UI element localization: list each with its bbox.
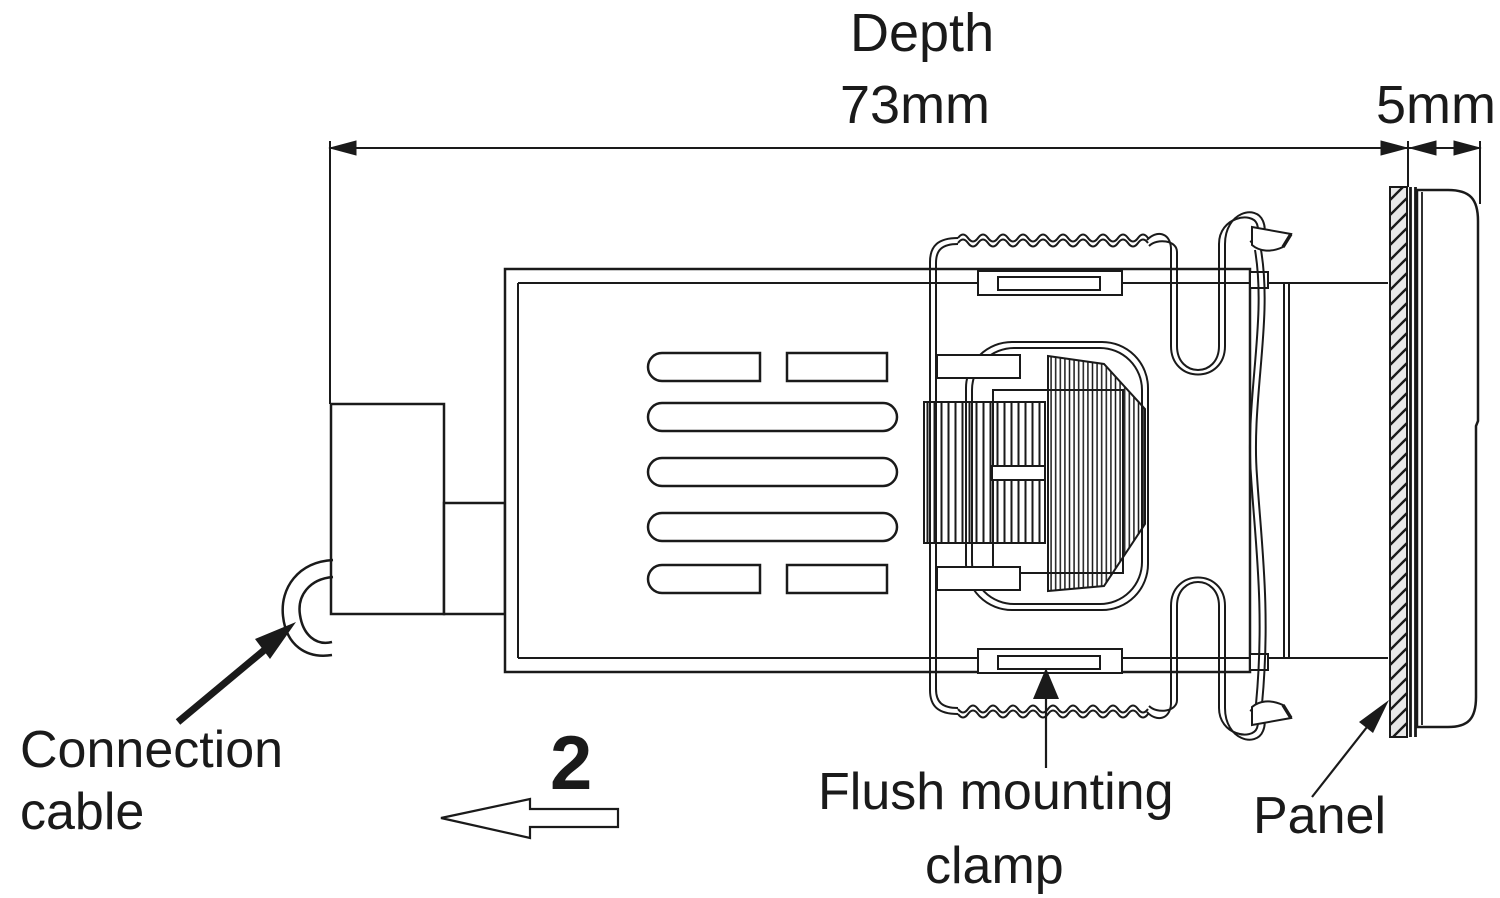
dim-arrow-5mm-left [1408,140,1437,156]
panel-gasket-lines [1409,187,1417,737]
connection-cable-arrow [175,622,296,725]
panel-label: Panel [1253,787,1386,845]
clamp-slider-frame [965,341,1149,611]
dim-arrow-right [1380,140,1409,156]
depth-value-label: 73mm [840,75,991,135]
connection-cable-label-line1: Connection [20,721,284,779]
panel-section [1389,186,1417,738]
serrated-spring-bottom [957,704,1149,719]
serrated-spring-top [957,233,1149,248]
leaf-spring [1248,249,1267,705]
vent-slots [646,351,899,595]
depth-dimension [328,140,1482,404]
vent-slot [646,351,762,383]
clamp-frame-left [929,237,959,715]
spring-beaks [1251,225,1293,727]
vent-slot [785,563,889,595]
connection-cable-loop [281,558,334,657]
dim-arrow-5mm-right [1453,140,1482,156]
connection-cable-label-line2: cable [20,783,145,841]
vent-slot [646,563,762,595]
vent-slot [785,351,889,383]
vent-slot [646,511,899,543]
clamp-detail-blocks [936,354,1046,591]
flush-clamp-label-line1: Flush mounting [818,763,1174,821]
flush-clamp-label-line2: clamp [925,837,1064,895]
bezel-joint-lines [1283,283,1290,658]
step-number-label: 2 [550,721,593,806]
front-projection-label: 5mm [1376,75,1496,135]
vent-slot [646,401,899,433]
panel-arrow [1311,700,1389,798]
flush-clamp-arrow [1033,668,1059,768]
clamp-screw-ribbed [923,354,1146,593]
mounting-clamp [923,211,1293,741]
connector-block [329,402,507,616]
depth-label: Depth [850,3,995,63]
step-direction-arrow [440,797,620,840]
front-bezel [1415,188,1480,729]
dim-arrow-left [328,140,357,156]
vent-slot [646,456,899,488]
